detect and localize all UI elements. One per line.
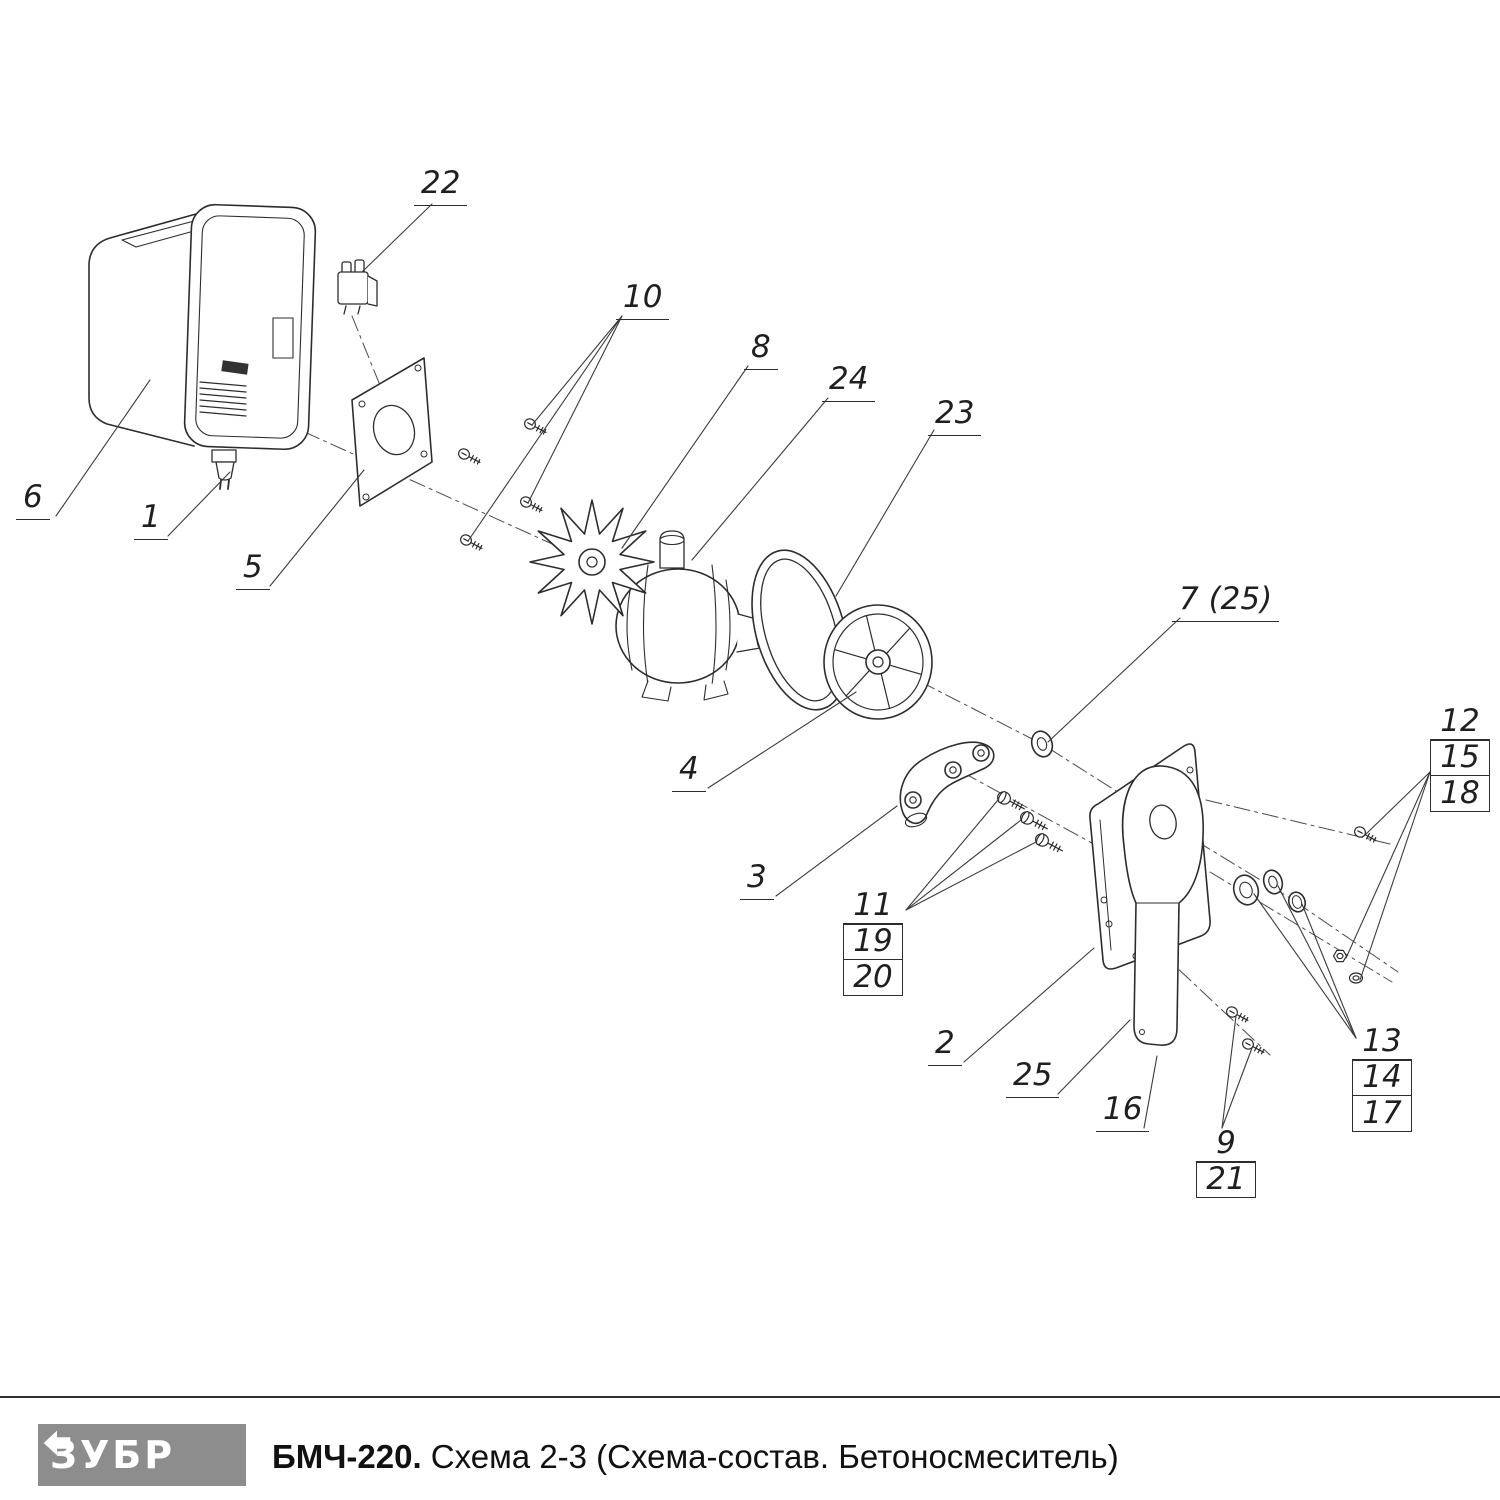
screws-part-10 — [456, 416, 549, 554]
callout-group-11-19-20: 11 19 20 — [843, 888, 903, 996]
motor-cover-part-6 — [88, 203, 317, 451]
diagram-title: БМЧ-220. Схема 2-3 (Схема-состав. Бетоно… — [272, 1438, 1119, 1476]
cooling-fan-part-8 — [529, 499, 655, 625]
bolts-part-11-19-20 — [994, 789, 1066, 857]
model-number: БМЧ-220. — [272, 1438, 422, 1475]
vent-grille — [199, 381, 247, 417]
callout-13: 13 — [1352, 1024, 1412, 1061]
cord-grommet — [221, 360, 249, 375]
callout-23: 23 — [928, 395, 982, 436]
bracket-part-3 — [899, 741, 995, 828]
callout-6: 6 — [16, 479, 50, 520]
callout-14: 14 — [1352, 1059, 1412, 1097]
callout-20: 20 — [843, 958, 903, 996]
callout-21: 21 — [1196, 1161, 1256, 1199]
callout-9: 9 — [1196, 1126, 1256, 1163]
callout-5: 5 — [236, 549, 270, 590]
leader-lines — [55, 203, 1431, 1129]
seal-ring-2 — [1262, 869, 1284, 895]
callout-19: 19 — [843, 923, 903, 961]
callout-16: 16 — [1096, 1091, 1150, 1132]
callout-24: 24 — [822, 361, 876, 402]
seal-ring-1 — [1232, 874, 1260, 906]
callout-12: 12 — [1430, 704, 1490, 741]
housing-label-sticker — [272, 317, 294, 359]
callout-4: 4 — [672, 751, 706, 792]
footer-divider — [0, 1396, 1500, 1398]
stand-cover-part-16 — [1121, 765, 1204, 1046]
zubr-emblem-icon — [43, 1430, 71, 1456]
callout-15: 15 — [1430, 739, 1490, 777]
fastener-nut — [1332, 949, 1348, 963]
callout-22: 22 — [414, 165, 468, 206]
switch-part-22 — [337, 259, 378, 315]
power-plug-part-1 — [211, 449, 237, 490]
seal-ring-3 — [1287, 891, 1307, 913]
callout-1: 1 — [134, 499, 168, 540]
gasket-plate-part-5 — [351, 357, 433, 507]
callout-10: 10 — [616, 279, 670, 320]
fastener-washer — [1348, 972, 1364, 984]
callout-8: 8 — [744, 329, 778, 370]
washer-part-7 — [1030, 730, 1054, 758]
pulley-part-4 — [823, 604, 933, 720]
motor-part-24 — [615, 530, 765, 702]
callout-2: 2 — [928, 1025, 962, 1066]
fastener-screws-lower — [1224, 1004, 1267, 1058]
callout-group-13-14-17: 13 14 17 — [1352, 1024, 1412, 1132]
brand-name: ЗУБР — [50, 1433, 176, 1477]
zubr-logo: ЗУБР — [38, 1424, 246, 1486]
callout-25: 25 — [1006, 1057, 1060, 1098]
fastener-screw-upper — [1352, 824, 1379, 846]
pulley-spokes — [833, 614, 923, 710]
callout-17: 17 — [1352, 1094, 1412, 1132]
callout-group-12-15-18: 12 15 18 — [1430, 704, 1490, 812]
callout-3: 3 — [740, 859, 774, 900]
callout-group-9-21: 9 21 — [1196, 1126, 1256, 1199]
callout-7-25: 7 (25) — [1172, 581, 1280, 622]
callout-18: 18 — [1430, 774, 1490, 812]
callout-11: 11 — [843, 888, 903, 925]
diagram-subtitle: Схема 2-3 (Схема-состав. Бетоносмеситель… — [430, 1438, 1119, 1475]
